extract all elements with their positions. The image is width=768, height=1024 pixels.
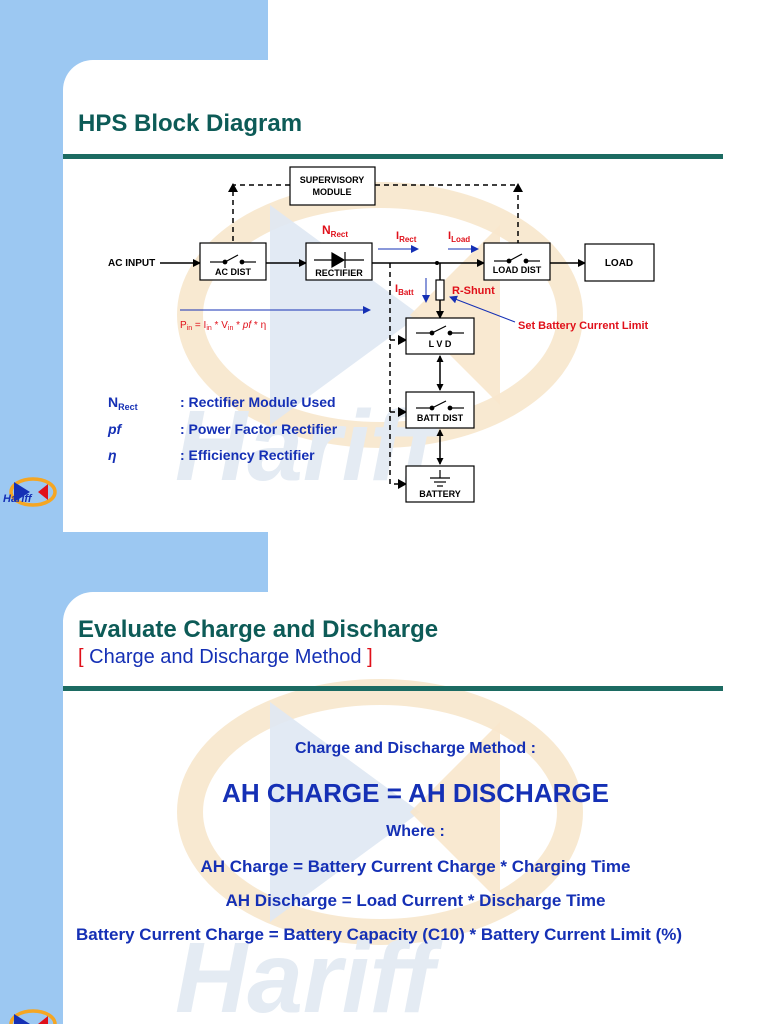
- page-subtitle: [ Charge and Discharge Method ]: [78, 646, 373, 668]
- n-rect-label: NRect: [322, 223, 348, 239]
- legend-sym-eta: η: [108, 447, 117, 463]
- ac-dist-label: AC DIST: [215, 267, 252, 277]
- batt-dist-block: [405, 391, 475, 429]
- lvd-block: [405, 317, 475, 355]
- rectifier-label: RECTIFIER: [315, 268, 363, 278]
- legend-desc-pf: : Power Factor Rectifier: [180, 421, 338, 437]
- slide-charge-discharge: Hariff Evaluate Charge and Discharge [ C…: [0, 512, 768, 1024]
- supervisory-label-2: MODULE: [313, 187, 352, 197]
- title-rule: [63, 686, 723, 691]
- i-batt-label: IBatt: [395, 283, 414, 297]
- batt-dist-label: BATT DIST: [417, 413, 464, 423]
- hariff-logo: [9, 477, 57, 507]
- ac-input-label: AC INPUT: [108, 258, 155, 269]
- load-label: LOAD: [605, 258, 633, 269]
- power-formula: Pin = Iin * Vin * pf * η: [180, 320, 266, 332]
- legend-sym-pf: pf: [107, 421, 123, 437]
- legend-desc-eta: : Efficiency Rectifier: [180, 447, 315, 463]
- lvd-label: L V D: [429, 339, 452, 349]
- supervisory-module-block: [289, 166, 376, 206]
- slide-hps-block-diagram: Hariff HPS Block Diagram: [0, 0, 723, 512]
- ah-charge-formula: AH Charge = Battery Current Charge * Cha…: [200, 857, 631, 876]
- method-heading: Charge and Discharge Method :: [295, 740, 536, 757]
- page-title: HPS Block Diagram: [78, 110, 303, 137]
- r-shunt-resistor: [435, 279, 445, 301]
- left-band: [0, 0, 63, 512]
- set-limit-label: Set Battery Current Limit: [518, 320, 649, 332]
- legend-sym-nrect: NRect: [108, 394, 138, 412]
- load-block: [584, 243, 655, 282]
- hariff-logo-text: Hariff: [3, 493, 32, 505]
- load-dist-label: LOAD DIST: [493, 265, 542, 275]
- i-rect-label: IRect: [396, 230, 417, 244]
- headline-equation: AH CHARGE = AH DISCHARGE: [222, 778, 609, 808]
- i-load-label: ILoad: [448, 230, 470, 244]
- r-shunt-label: R-Shunt: [452, 285, 495, 297]
- legend: NRect : Rectifier Module Used pf : Power…: [107, 394, 338, 463]
- hariff-logo: [9, 1009, 57, 1024]
- battery-current-formula: Battery Current Charge = Battery Capacit…: [76, 925, 683, 944]
- left-band: [0, 512, 63, 1024]
- title-rule: [63, 154, 723, 159]
- legend-desc-nrect: : Rectifier Module Used: [180, 394, 336, 410]
- block-diagram: SUPERVISORY MODULE AC INPUT AC DIST RECT…: [107, 166, 655, 503]
- battery-label: BATTERY: [419, 489, 461, 499]
- page-title: Evaluate Charge and Discharge: [78, 616, 439, 643]
- supervisory-label-1: SUPERVISORY: [300, 175, 365, 185]
- where-label: Where :: [386, 823, 445, 840]
- supervisory-links: [232, 184, 519, 485]
- ah-discharge-formula: AH Discharge = Load Current * Discharge …: [225, 891, 606, 910]
